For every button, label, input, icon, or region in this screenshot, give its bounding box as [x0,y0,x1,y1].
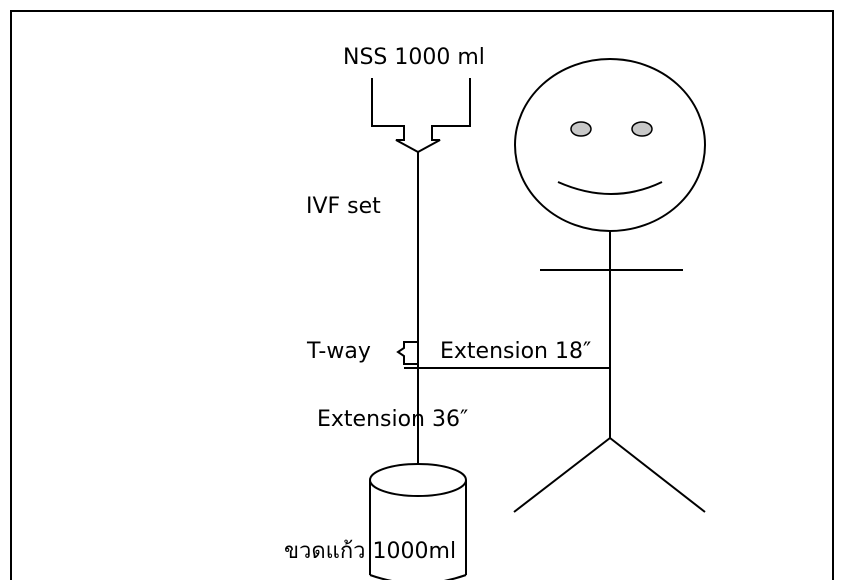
nss-bag-shape [371,78,471,154]
t-way-label: T-way [307,339,371,364]
glass-bottle-shape [369,463,467,580]
t-way-connector [396,341,418,365]
nss-bag-label: NSS 1000 ml [343,45,485,70]
diagram-frame [10,10,834,580]
patient-left-eye [570,121,592,137]
extension-18-label: Extension 18″ [440,339,592,364]
patient-smile [557,181,663,195]
ivf-set-label: IVF set [306,194,381,219]
glass-bottle-label: ขวดแก้ว 1000ml [284,539,457,564]
patient-left-leg [513,437,611,513]
patient-figure [513,58,706,513]
patient-right-leg [609,437,706,513]
patient-right-eye [631,121,653,137]
extension-36-label: Extension 36″ [317,407,469,432]
patient-head [514,58,706,232]
